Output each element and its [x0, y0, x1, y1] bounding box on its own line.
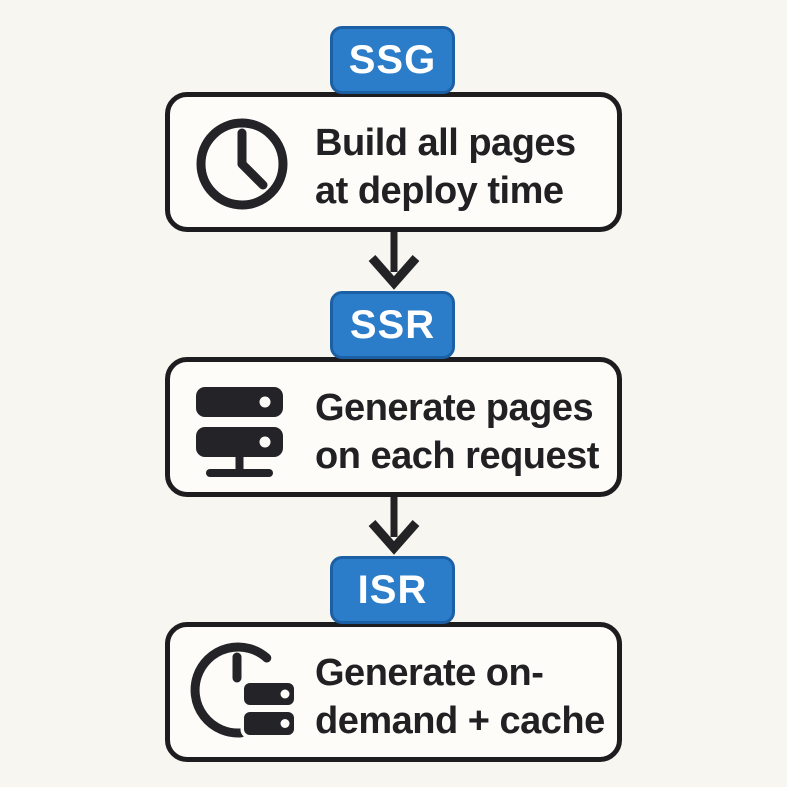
badge-ssr: SSR: [330, 291, 455, 359]
node-text-ssr-line1: Generate pages: [315, 387, 594, 429]
clock-icon: [196, 118, 288, 210]
node-text-ssg-line1: Build all pages: [315, 122, 576, 164]
badge-isr-label: ISR: [357, 567, 428, 612]
server-icon: [196, 387, 283, 477]
badge-isr: ISR: [330, 556, 455, 624]
arrow-down-icon: [368, 497, 420, 555]
clock-server-icon: [190, 642, 298, 739]
badge-ssg: SSG: [330, 26, 455, 94]
node-text-ssr: Generate pages on each request: [315, 384, 599, 480]
arrow-down-icon: [368, 232, 420, 290]
node-text-ssr-line2: on each request: [315, 435, 599, 477]
node-text-isr-line1: Generate on-: [315, 652, 544, 694]
badge-ssg-label: SSG: [348, 37, 437, 82]
node-text-ssg-line2: at deploy time: [315, 170, 564, 212]
node-text-isr: Generate on- demand + cache: [315, 649, 605, 745]
node-text-ssg: Build all pages at deploy time: [315, 119, 576, 215]
badge-ssr-label: SSR: [349, 302, 436, 347]
node-text-isr-line2: demand + cache: [315, 700, 605, 742]
